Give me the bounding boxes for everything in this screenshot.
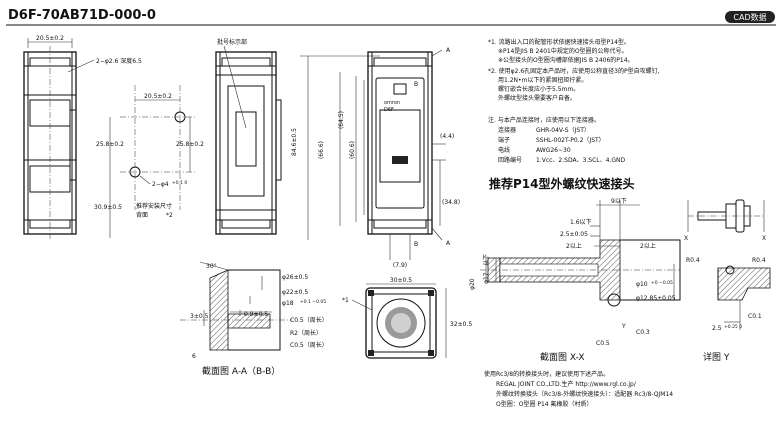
detail-y-r04b: R0.4	[752, 257, 766, 264]
mount-dim-left-top: 25.8±0.2	[96, 141, 124, 148]
p14-d9: 9以下	[611, 198, 627, 205]
mount-caption-mark: *2	[166, 212, 173, 219]
conn-val-2: AWG26∼30	[536, 147, 571, 154]
note-2c: 外螺纹型接头需要客户自备。	[498, 94, 576, 102]
aa-d3: 3±0.5	[190, 313, 209, 320]
mount-hole-tol: +0.1 0	[172, 180, 187, 186]
p14-d2a: 2以上	[566, 242, 582, 250]
conn-intro: 注. 与本产品连接时，应使用以下连接器。	[488, 116, 600, 124]
p14-d10: φ10	[636, 281, 648, 288]
dim-66: (66.6)	[318, 141, 325, 159]
front-view: 20.5±0.2	[23, 35, 77, 240]
section-a-top: A	[446, 47, 451, 54]
conn-val-0: GHR-04V-S（JST）	[536, 127, 590, 134]
conn-key-0: 连接器	[498, 126, 516, 134]
dim-total: 84.6±0.5	[291, 128, 298, 156]
aa-d18: φ18	[282, 300, 294, 307]
cad-badge[interactable]	[725, 11, 775, 23]
port-d30: 30±0.5	[390, 277, 412, 284]
aa-d6: 6	[192, 353, 196, 360]
conn-val-3: 1.Vcc、2.SDA、3.SCL、4.GND	[536, 157, 626, 164]
mount-dim-right: 25.8±0.2	[176, 141, 204, 148]
mount-dim-top: 20.5±0.2	[144, 93, 172, 100]
p14-d17-tol: 以下	[483, 254, 490, 266]
aa-d26: φ26±0.5	[282, 274, 308, 281]
conn-val-1: SSHL-002T-P0.2（JST）	[536, 137, 605, 144]
p14-title: 推荐P14型外螺纹快速接头	[489, 176, 635, 191]
detail-y-r04a: R0.4	[686, 257, 700, 264]
p14-c05: C0.5	[596, 340, 610, 347]
aa-d09: 0.9±0.5	[244, 311, 268, 318]
bottom-line-4: O型圈：O型圈 P14 氟橡胶（村质）	[496, 400, 593, 408]
dim-645: (64.5)	[338, 111, 345, 129]
front-dim-width: 20.5±0.2	[36, 35, 64, 42]
aa-d22: φ22±0.5	[282, 289, 308, 296]
p14-x-left: X	[684, 235, 688, 242]
p14-d1285: φ12.85±0.05	[636, 295, 676, 302]
note-1a: ※P14是JIS B 2401中规定的O型圈的公称代号。	[498, 47, 628, 55]
omron-label: omron	[384, 100, 400, 106]
p14-d2b: 2以上	[640, 242, 656, 250]
note-2a: 用1.2N•m以下的紧固扭矩拧紧。	[498, 76, 587, 84]
mount-hole-label: 2−φ4	[152, 181, 169, 188]
port-d32: 32±0.5	[450, 321, 472, 328]
note-1b: ※公型接头的O型圈沟槽部依据JIS B 2406的P14。	[498, 56, 634, 64]
mount-caption-line2: 背面	[136, 211, 148, 219]
front-hole-label: 2−φ2.6 深度6.5	[96, 57, 142, 65]
note-1: *1. 流路出入口的配管形状依据快速接头母型P14型。	[488, 38, 630, 46]
detail-y-drawing	[717, 265, 771, 330]
section-b-top: B	[414, 81, 418, 88]
detail-y-caption: 详图 Y	[703, 351, 730, 363]
aa-r2: R2（周长）	[290, 329, 322, 337]
mount-view	[109, 85, 195, 238]
cad-badge-label[interactable]: CAD数据	[733, 12, 766, 22]
p14-y: Y	[621, 323, 626, 330]
bottom-line-3: 外螺纹转换接头（Rc3/8-外螺纹快速接头）：适配器 Rc3/8-QJM14	[496, 390, 673, 398]
section-a-bottom: A	[446, 240, 451, 247]
side-label-area: 批号标示部	[217, 38, 247, 46]
p14-d20: φ20	[469, 278, 476, 290]
section-aa-drawing	[180, 261, 292, 351]
side-view	[215, 51, 282, 235]
note-2: *2. 使用φ2.6孔固定本产品时，应使用公称直径3的P型自攻螺钉,	[488, 67, 660, 75]
p14-x-right: X	[762, 235, 766, 242]
notes-block: *1. 流路出入口的配管形状依据快速接头母型P14型。 ※P14是JIS B 2…	[488, 38, 660, 164]
dim-606: (60.6)	[349, 141, 356, 159]
note-2b: 螺钉嵌合长度应小于5.5mm。	[498, 85, 579, 93]
bottom-line-2: REGAL JOINT CO.,LTD.生产 http://www.rgl.co…	[496, 380, 637, 388]
p14-c03: C0.3	[636, 329, 650, 336]
p14-d10-tol: +0 −0.05	[651, 280, 673, 286]
p14-d25: 2.5±0.05	[560, 231, 588, 238]
dim-44: (4.4)	[440, 133, 454, 140]
p14-caption: 截面图 X-X	[540, 351, 585, 363]
mount-caption-line1: 推荐安装尺寸	[136, 202, 172, 210]
p14-xx-part	[687, 199, 765, 233]
bottom-notes: 使用Rc3/8的转换接头时，建议使用下述产品。 REGAL JOINT CO.,…	[484, 370, 673, 408]
conn-key-2: 电线	[498, 146, 510, 154]
port-view-drawing	[365, 283, 447, 359]
aa-c05b: C0.5（周长）	[290, 341, 328, 349]
detail-y-d25: 2.5	[712, 325, 722, 332]
section-b-bottom: B	[414, 241, 418, 248]
dim-348: (34.8)	[442, 199, 460, 206]
p14-d17: φ17	[483, 272, 490, 284]
device-label: D6F	[384, 107, 394, 113]
aa-angle: 30°	[206, 263, 217, 270]
aa-caption: 截面图 A-A（B-B）	[202, 365, 280, 377]
model-title: D6F-70AB71D-000-0	[8, 8, 156, 23]
bottom-line-1: 使用Rc3/8的转换接头时，建议使用下述产品。	[484, 370, 609, 378]
aa-c05a: C0.5（周长）	[290, 316, 328, 324]
conn-key-3: 回路编号	[498, 156, 522, 164]
port-mark: *1	[342, 297, 349, 304]
detail-y-c01: C0.1	[748, 313, 762, 320]
detail-y-d25-tol: +0.25 0	[724, 324, 742, 330]
aa-d18-tol: +0.1 −0.05	[300, 299, 326, 305]
p14-d16: 1.6以下	[570, 219, 592, 226]
p14-section-drawing	[480, 200, 681, 307]
dim-79: (7.9)	[393, 262, 407, 269]
connector-view	[300, 49, 446, 260]
conn-key-1: 端子	[498, 136, 510, 144]
mount-dim-left-bottom: 30.9±0.5	[94, 204, 122, 211]
